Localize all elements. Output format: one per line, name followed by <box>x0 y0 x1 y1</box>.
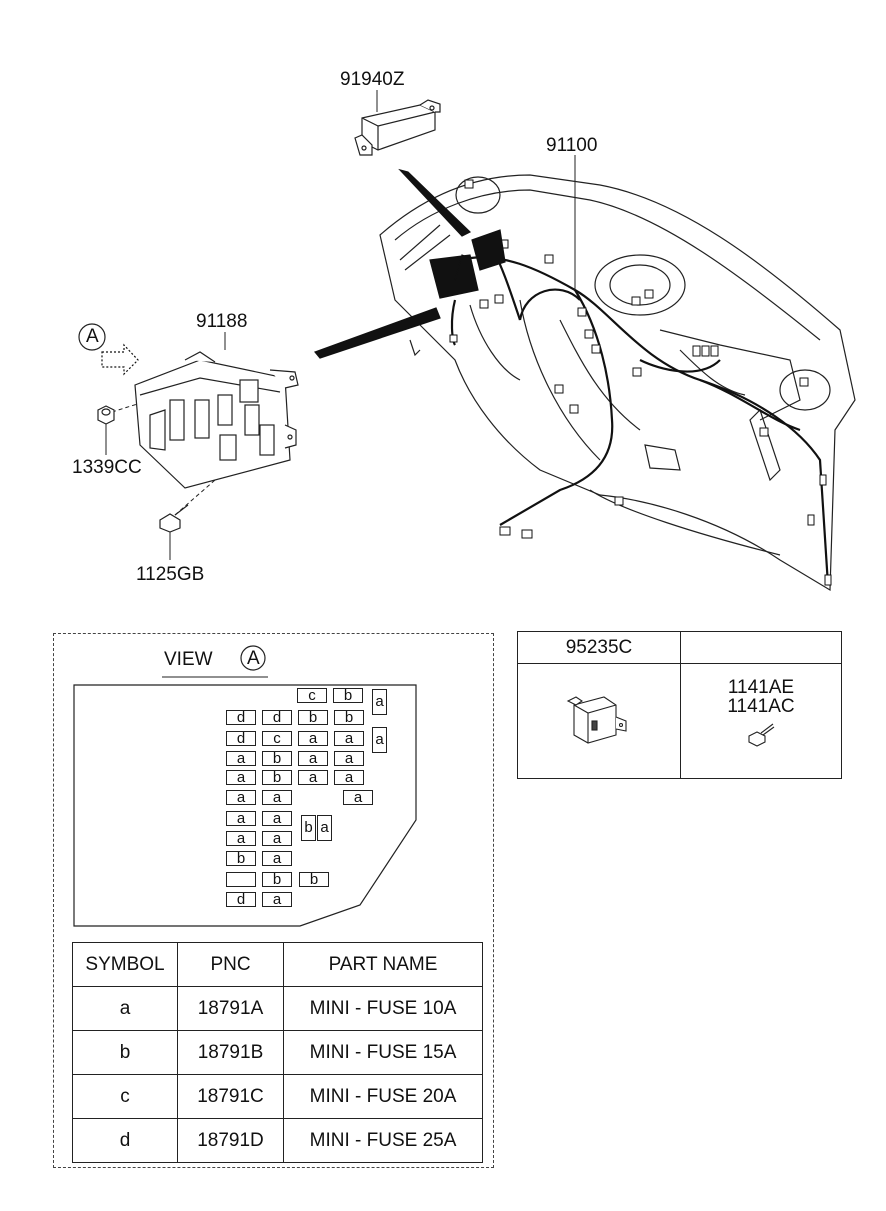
relay-empty-header <box>680 631 842 664</box>
fuse-slot: c <box>262 731 292 746</box>
legend-part-name: MINI - FUSE 10A <box>283 986 483 1031</box>
screw-pnc-2: 1141AC <box>727 696 795 717</box>
relay-parts-table: 95235C 1141AE 1141AC <box>517 631 842 779</box>
fuse-slot-tall: a <box>372 689 387 715</box>
ecu-module-drawing <box>354 99 441 156</box>
legend-symbol: d <box>72 1118 178 1163</box>
legend-header-part-name: PART NAME <box>283 942 483 987</box>
relay-drawing <box>566 696 627 744</box>
fuse-slot: a <box>262 851 292 866</box>
part-label-91188: 91188 <box>196 311 248 332</box>
fuse-slot: b <box>262 872 292 887</box>
fuse-slot-tall: b <box>301 815 316 841</box>
legend-symbol: a <box>72 986 178 1031</box>
fuse-slot: a <box>334 731 364 746</box>
wiring-harness-drawing <box>450 244 830 586</box>
fuse-slot: a <box>226 811 256 826</box>
view-a-panel <box>53 633 494 1168</box>
fuse-legend-table: SYMBOL PNC PART NAME a 18791A MINI - FUS… <box>72 942 483 1163</box>
fuse-slot: d <box>226 892 256 907</box>
fuse-slot: b <box>226 851 256 866</box>
fuse-slot: a <box>334 751 364 766</box>
junction-box-drawing <box>134 351 299 489</box>
part-label-1339cc: 1339CC <box>72 457 142 478</box>
table-row: a 18791A MINI - FUSE 10A <box>72 986 483 1031</box>
fuse-slot: d <box>226 710 256 725</box>
part-label-1125gb: 1125GB <box>136 564 205 585</box>
fuse-slot: d <box>226 731 256 746</box>
screw-drawing <box>748 723 775 747</box>
fuse-slot: a <box>262 811 292 826</box>
fuse-slot: d <box>262 710 292 725</box>
fuse-slot: a <box>262 831 292 846</box>
view-a-marker-label: A <box>86 326 99 347</box>
legend-header-pnc: PNC <box>177 942 284 987</box>
fuse-slot: a <box>226 831 256 846</box>
fuse-slot: a <box>226 790 256 805</box>
part-label-91940z: 91940Z <box>340 69 405 90</box>
fuse-slot: b <box>262 751 292 766</box>
fuse-slot: b <box>262 770 292 785</box>
fuse-slot: a <box>226 751 256 766</box>
fuse-slot: a <box>298 770 328 785</box>
dashboard-panel-drawing <box>379 174 856 592</box>
nut-drawing <box>97 405 115 425</box>
fuse-slot: b <box>334 710 364 725</box>
fuse-slot: a <box>298 731 328 746</box>
fuse-slot: b <box>298 710 328 725</box>
fuse-slot: a <box>226 770 256 785</box>
table-row: d 18791D MINI - FUSE 25A <box>72 1118 483 1163</box>
legend-pnc: 18791C <box>177 1074 284 1119</box>
fuse-slot-tall: a <box>372 727 387 753</box>
legend-pnc: 18791B <box>177 1030 284 1075</box>
fuse-slot <box>226 872 256 887</box>
fuse-slot: a <box>334 770 364 785</box>
view-title: VIEW <box>164 649 213 670</box>
view-title-marker: A <box>247 648 260 669</box>
fuse-slot: b <box>299 872 329 887</box>
legend-symbol: b <box>72 1030 178 1075</box>
legend-header-symbol: SYMBOL <box>72 942 178 987</box>
relay-pnc-label: 95235C <box>517 631 681 664</box>
fuse-slot: a <box>298 751 328 766</box>
view-arrow-drawing <box>101 343 139 376</box>
legend-part-name: MINI - FUSE 25A <box>283 1118 483 1163</box>
fuse-slot-tall: a <box>317 815 332 841</box>
screw-pnc-1: 1141AE <box>727 677 795 698</box>
legend-symbol: c <box>72 1074 178 1119</box>
wiring-diagram-illustration <box>97 90 856 592</box>
bolt-drawing <box>159 504 189 533</box>
legend-header-row: SYMBOL PNC PART NAME <box>72 942 483 987</box>
fuse-slot: c <box>297 688 327 703</box>
part-label-91100: 91100 <box>546 135 598 156</box>
table-row: c 18791C MINI - FUSE 20A <box>72 1074 483 1119</box>
legend-part-name: MINI - FUSE 15A <box>283 1030 483 1075</box>
fuse-slot: a <box>262 790 292 805</box>
fuse-slot: a <box>262 892 292 907</box>
table-row: b 18791B MINI - FUSE 15A <box>72 1030 483 1075</box>
fuse-slot: b <box>333 688 363 703</box>
fuse-slot: a <box>343 790 373 805</box>
legend-pnc: 18791D <box>177 1118 284 1163</box>
legend-pnc: 18791A <box>177 986 284 1031</box>
relay-cell <box>517 663 681 779</box>
screw-cell: 1141AE 1141AC <box>680 663 842 779</box>
legend-part-name: MINI - FUSE 20A <box>283 1074 483 1119</box>
